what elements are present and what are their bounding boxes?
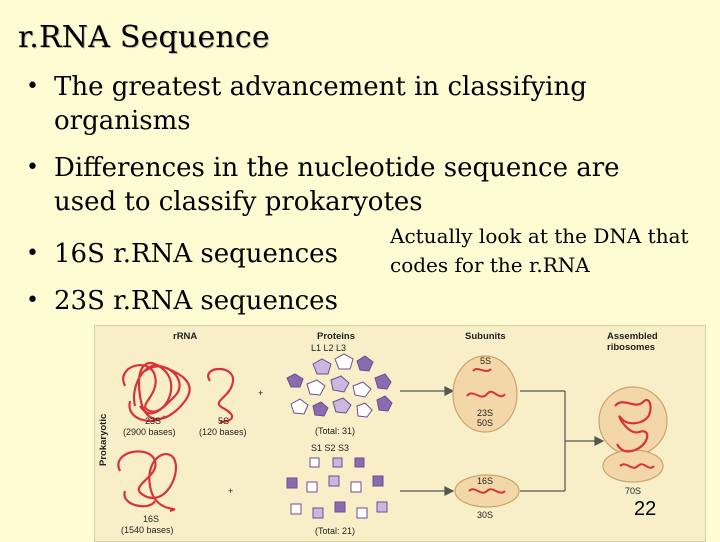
plus-sign-small: + [228, 486, 233, 496]
ribosome-diagram: rRNA Proteins Subunits Assembled ribosom… [98, 331, 668, 536]
subunit-30s [454, 474, 520, 508]
header-assembled-1: Assembled [607, 331, 658, 342]
arrows [400, 386, 605, 496]
bullet-text: 16S r.RNA sequences [54, 239, 338, 269]
side-label-prokaryotic: Prokaryotic [98, 414, 109, 466]
large-proteins [286, 353, 393, 418]
header-rrna: rRNA [173, 331, 197, 342]
page-number: 22 [634, 498, 657, 520]
subunit-30s-label: 30S [477, 510, 493, 520]
bullet-dot: • [26, 74, 39, 99]
rrna-5s-tangle [207, 367, 235, 424]
assembled-70s-label: 70S [625, 486, 641, 496]
plus-sign: + [258, 388, 263, 398]
ribosome-figure: rRNA Proteins Subunits Assembled ribosom… [94, 325, 706, 542]
small-protein-total: (Total: 21) [315, 526, 355, 536]
small-proteins [286, 457, 388, 519]
bullet-text: The greatest advancement in classifying … [54, 72, 587, 136]
bullet-text: 23S r.RNA sequences [54, 286, 338, 316]
header-assembled-2: ribosomes [607, 342, 655, 353]
ribosome-70s [598, 386, 668, 483]
bullet-item: • 23S r.RNA sequences [24, 284, 684, 318]
large-protein-total: (Total: 31) [315, 426, 355, 436]
header-subunits: Subunits [465, 331, 506, 342]
large-protein-names: L1 L2 L3 [311, 343, 346, 353]
label-23s-bases: (2900 bases) [123, 427, 176, 437]
subunit-50s [452, 355, 518, 433]
subunit-5s-label: 5S [480, 356, 491, 366]
side-note: Actually look at the DNA that codes for … [390, 224, 689, 277]
bullet-text: Differences in the nucleotide sequence a… [54, 153, 620, 217]
header-proteins: Proteins [317, 331, 355, 342]
bullet-dot: • [26, 155, 39, 180]
label-16s-bases: (1540 bases) [121, 525, 174, 535]
rrna-23s-tangle [122, 361, 191, 423]
label-23s: 23S [145, 416, 161, 426]
bullet-item: • The greatest advancement in classifyin… [24, 70, 684, 138]
bullet-item: • 16S r.RNA sequences [24, 237, 684, 271]
bullet-dot: • [26, 241, 39, 266]
subunit-16s-label: 16S [477, 476, 493, 486]
label-5s: 5S [218, 416, 229, 426]
slide-title: r.RNA Sequence [18, 20, 270, 55]
label-5s-bases: (120 bases) [199, 427, 247, 437]
subunit-50s-label: 50S [477, 418, 493, 428]
bullet-item: • Differences in the nucleotide sequence… [24, 151, 684, 219]
subunit-23s-label: 23S [477, 408, 493, 418]
rrna-16s-tangle [117, 450, 178, 513]
small-protein-names: S1 S2 S3 [311, 443, 349, 453]
label-16s: 16S [143, 514, 159, 524]
bullet-dot: • [26, 288, 39, 313]
